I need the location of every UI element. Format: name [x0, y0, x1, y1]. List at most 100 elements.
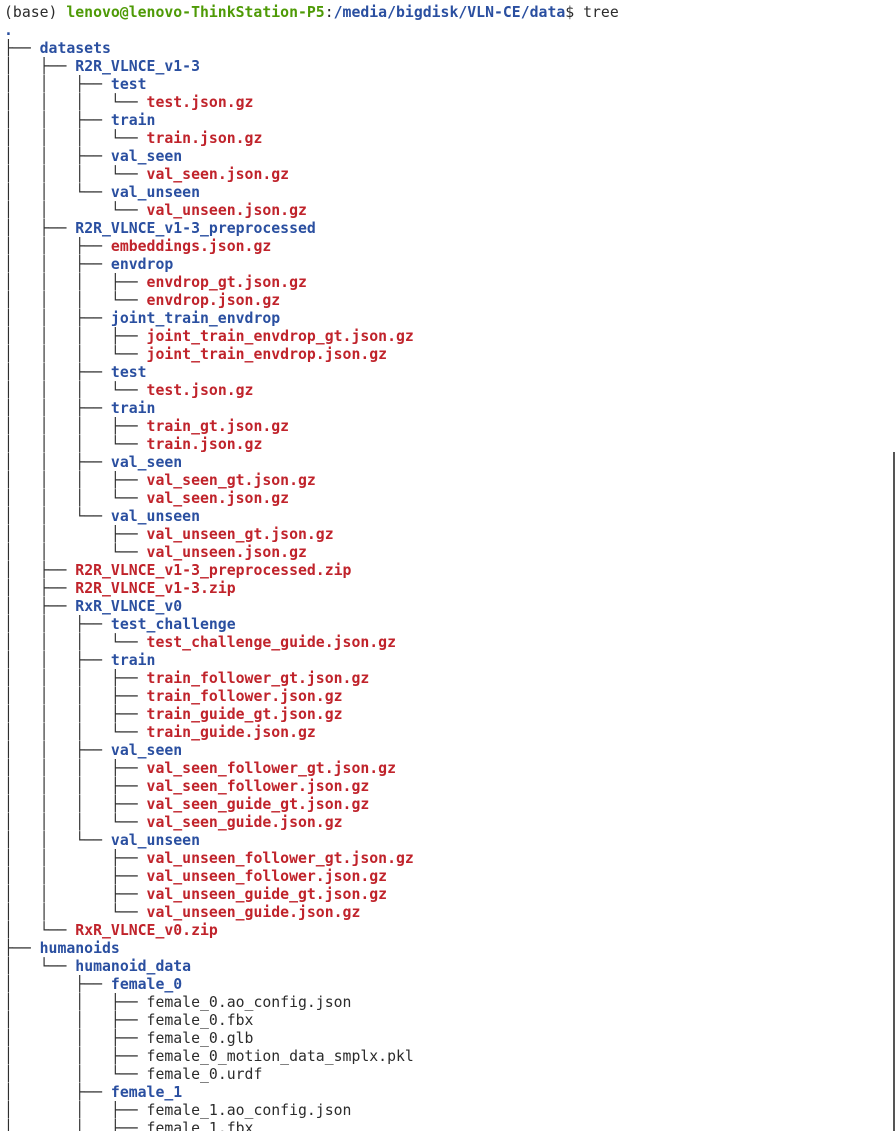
tree-line: │ └── humanoid_data — [4, 958, 191, 976]
tree-branch-prefix: │ ├── — [4, 580, 76, 597]
tree-line: │ │ │ └── train_guide.json.gz — [4, 724, 316, 742]
tree-branch-prefix: │ │ │ ├── — [4, 778, 147, 795]
tree-branch-prefix: │ │ │ └── — [4, 346, 147, 363]
tree-line: │ └── RxR_VLNCE_v0.zip — [4, 922, 218, 940]
tree-branch-prefix: │ │ │ └── — [4, 292, 147, 309]
tree-branch-prefix: │ │ │ └── — [4, 634, 147, 651]
tree-file-name: train_guide.json.gz — [146, 724, 316, 741]
tree-branch-prefix: │ │ │ └── — [4, 724, 147, 741]
tree-branch-prefix: │ │ ├── — [4, 1030, 147, 1047]
tree-line: │ │ │ └── val_seen_guide.json.gz — [4, 814, 343, 832]
tree-line: │ │ ├── val_seen — [4, 742, 182, 760]
tree-branch-prefix: │ │ └── — [4, 184, 111, 201]
tree-line: │ │ │ └── val_seen.json.gz — [4, 166, 289, 184]
tree-line: │ │ ├── joint_train_envdrop — [4, 310, 280, 328]
tree-branch-prefix: │ │ ├── — [4, 1102, 147, 1119]
tree-branch-prefix: │ │ ├── — [4, 364, 111, 381]
tree-branch-prefix: │ │ ├── — [4, 256, 111, 273]
tree-line: │ │ └── female_0.urdf — [4, 1066, 262, 1084]
tree-branch-prefix: │ │ ├── — [4, 886, 147, 903]
tree-branch-prefix: │ │ ├── — [4, 238, 111, 255]
tree-line: │ │ ├── val_seen — [4, 454, 182, 472]
tree-line: │ │ │ └── train.json.gz — [4, 436, 262, 454]
tree-file-name: female_0.urdf — [146, 1066, 263, 1083]
tree-branch-prefix: │ ├── — [4, 1084, 111, 1101]
tree-branch-prefix: │ └── — [4, 958, 76, 975]
tree-branch-prefix: │ │ ├── — [4, 454, 111, 471]
conda-env: (base) — [4, 4, 67, 21]
tree-branch-prefix: │ │ └── — [4, 832, 111, 849]
tree-line: │ │ └── val_unseen — [4, 508, 200, 526]
tree-line: │ │ ├── female_0.glb — [4, 1030, 253, 1048]
tree-directory-name: train — [110, 400, 156, 417]
tree-directory-name: female_0 — [110, 976, 183, 993]
tree-directory-name: humanoids — [39, 940, 120, 957]
tree-directory-name: val_seen — [110, 454, 183, 471]
tree-branch-prefix: │ │ └── — [4, 544, 147, 561]
tree-line: │ │ │ ├── train_follower.json.gz — [4, 688, 343, 706]
tree-file-name: train_follower.json.gz — [146, 688, 343, 705]
prompt-colon: : — [324, 4, 334, 21]
tree-branch-prefix: │ │ │ ├── — [4, 418, 147, 435]
tree-branch-prefix: │ ├── — [4, 598, 76, 615]
working-directory: /media/bigdisk/VLN-CE/data — [333, 4, 566, 21]
tree-line: │ │ ├── test_challenge — [4, 616, 236, 634]
tree-file-name: embeddings.json.gz — [110, 238, 272, 255]
tree-line: │ │ │ ├── joint_train_envdrop_gt.json.gz — [4, 328, 414, 346]
tree-branch-prefix: │ │ │ ├── — [4, 670, 147, 687]
tree-root: . — [4, 22, 13, 39]
tree-branch-prefix: │ │ ├── — [4, 1048, 147, 1065]
tree-file-name: val_unseen.json.gz — [146, 202, 307, 219]
tree-branch-prefix: │ │ ├── — [4, 850, 147, 867]
tree-file-name: female_1.fbx — [146, 1120, 254, 1131]
tree-branch-prefix: │ │ ├── — [4, 76, 111, 93]
tree-line: │ │ ├── female_0.fbx — [4, 1012, 253, 1030]
tree-file-name: train.json.gz — [146, 130, 263, 147]
tree-directory-name: train — [110, 652, 156, 669]
tree-file-name: val_seen_guide_gt.json.gz — [146, 796, 370, 813]
tree-line: │ │ │ └── test.json.gz — [4, 94, 253, 112]
tree-line: │ │ ├── val_seen — [4, 148, 182, 166]
tree-file-name: val_unseen_guide.json.gz — [146, 904, 361, 921]
tree-line: │ │ ├── val_unseen_follower_gt.json.gz — [4, 850, 414, 868]
scrollbar[interactable] — [893, 452, 895, 1131]
tree-file-name: envdrop.json.gz — [146, 292, 281, 309]
tree-file-name: train.json.gz — [146, 436, 263, 453]
tree-line: ├── datasets — [4, 40, 111, 58]
user-host: lenovo@lenovo-ThinkStation-P5 — [66, 4, 325, 21]
tree-line: │ │ ├── female_0_motion_data_smplx.pkl — [4, 1048, 414, 1066]
tree-line: │ │ │ └── envdrop.json.gz — [4, 292, 280, 310]
tree-branch-prefix: │ │ │ └── — [4, 166, 147, 183]
tree-branch-prefix: │ │ ├── — [4, 148, 111, 165]
tree-file-name: val_seen.json.gz — [146, 490, 290, 507]
tree-branch-prefix: │ │ │ └── — [4, 382, 147, 399]
tree-branch-prefix: │ │ │ ├── — [4, 472, 147, 489]
tree-file-name: val_unseen_guide_gt.json.gz — [146, 886, 388, 903]
tree-branch-prefix: │ │ ├── — [4, 652, 111, 669]
tree-line: │ ├── R2R_VLNCE_v1-3 — [4, 58, 200, 76]
tree-branch-prefix: │ │ ├── — [4, 400, 111, 417]
tree-directory-name: train — [110, 112, 156, 129]
tree-file-name: val_unseen_gt.json.gz — [146, 526, 334, 543]
tree-line: │ │ ├── envdrop — [4, 256, 173, 274]
tree-branch-prefix: │ │ ├── — [4, 1012, 147, 1029]
tree-line: │ │ │ ├── val_seen_guide_gt.json.gz — [4, 796, 369, 814]
tree-branch-prefix: │ │ ├── — [4, 616, 111, 633]
tree-line: │ │ │ ├── val_seen_follower_gt.json.gz — [4, 760, 396, 778]
tree-directory-name: envdrop — [110, 256, 174, 273]
tree-branch-prefix: │ │ │ ├── — [4, 688, 147, 705]
tree-line: │ │ ├── val_unseen_follower.json.gz — [4, 868, 387, 886]
tree-file-name: val_seen_follower.json.gz — [146, 778, 370, 795]
tree-line: ├── humanoids — [4, 940, 120, 958]
tree-file-name: train_follower_gt.json.gz — [146, 670, 370, 687]
tree-directory-name: test — [110, 364, 147, 381]
tree-line: │ │ │ └── train.json.gz — [4, 130, 262, 148]
tree-line: │ │ │ ├── train_gt.json.gz — [4, 418, 289, 436]
tree-line: │ │ └── val_unseen_guide.json.gz — [4, 904, 360, 922]
tree-branch-prefix: │ │ │ └── — [4, 130, 147, 147]
tree-line: │ │ ├── test — [4, 364, 147, 382]
tree-branch-prefix: │ │ │ ├── — [4, 328, 147, 345]
tree-line: │ │ ├── val_unseen_gt.json.gz — [4, 526, 334, 544]
tree-line: │ │ └── val_unseen.json.gz — [4, 544, 307, 562]
